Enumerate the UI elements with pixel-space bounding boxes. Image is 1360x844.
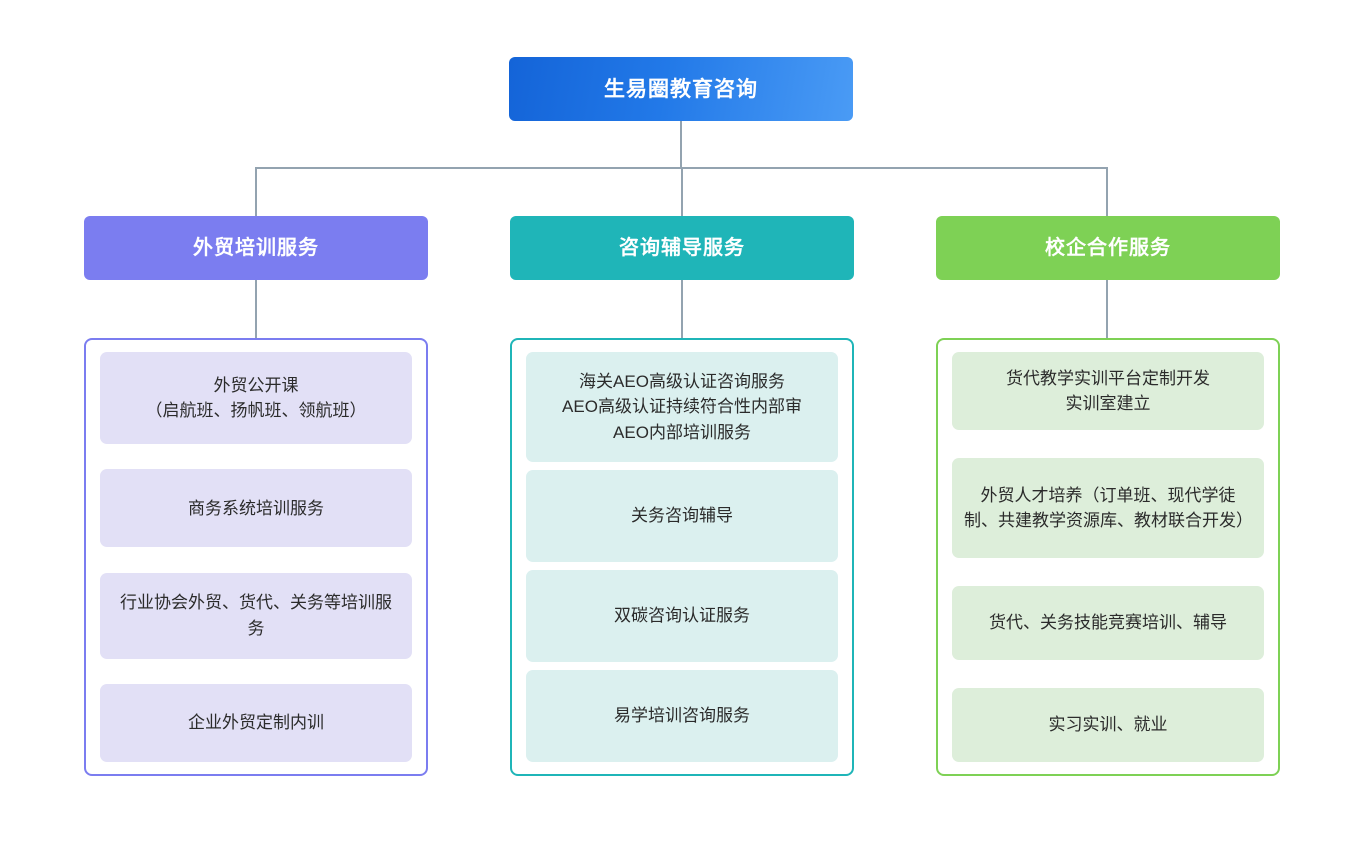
- connector-drop-col-2: [1106, 167, 1108, 217]
- list-item[interactable]: 货代教学实训平台定制开发 实训室建立: [952, 352, 1264, 430]
- list-item[interactable]: 企业外贸定制内训: [100, 683, 412, 762]
- connector-stem-col-1: [681, 280, 683, 338]
- column-header-label: 咨询辅导服务: [619, 237, 745, 259]
- column-header-xiaoqi-hezuo[interactable]: 校企合作服务: [936, 216, 1280, 280]
- column-header-waimao-peixun[interactable]: 外贸培训服务: [84, 216, 428, 280]
- list-item[interactable]: 行业协会外贸、货代、关务等培训服务: [100, 572, 412, 659]
- column-items-xiaoqi-hezuo: 货代教学实训平台定制开发 实训室建立 外贸人才培养（订单班、现代学徒制、共建教学…: [936, 338, 1280, 776]
- root-node-label: 生易圈教育咨询: [604, 77, 758, 101]
- list-item[interactable]: 外贸公开课 （启航班、扬帆班、领航班）: [100, 352, 412, 444]
- connector-root-stem: [680, 121, 682, 168]
- list-item[interactable]: 双碳咨询认证服务: [526, 570, 838, 662]
- column-items-waimao-peixun: 外贸公开课 （启航班、扬帆班、领航班） 商务系统培训服务 行业协会外贸、货代、关…: [84, 338, 428, 776]
- column-items-zixun-fudao: 海关AEO高级认证咨询服务 AEO高级认证持续符合性内部审 AEO内部培训服务 …: [510, 338, 854, 776]
- column-header-label: 外贸培训服务: [193, 237, 319, 259]
- connector-drop-col-1: [681, 167, 683, 217]
- column-header-zixun-fudao[interactable]: 咨询辅导服务: [510, 216, 854, 280]
- connector-stem-col-2: [1106, 280, 1108, 338]
- list-item[interactable]: 海关AEO高级认证咨询服务 AEO高级认证持续符合性内部审 AEO内部培训服务: [526, 352, 838, 462]
- root-node[interactable]: 生易圈教育咨询: [509, 57, 853, 121]
- list-item[interactable]: 易学培训咨询服务: [526, 670, 838, 762]
- connector-drop-col-0: [255, 167, 257, 217]
- list-item[interactable]: 实习实训、就业: [952, 688, 1264, 762]
- list-item[interactable]: 商务系统培训服务: [100, 469, 412, 548]
- column-header-label: 校企合作服务: [1045, 237, 1171, 259]
- list-item[interactable]: 货代、关务技能竞赛培训、辅导: [952, 586, 1264, 660]
- list-item[interactable]: 关务咨询辅导: [526, 470, 838, 562]
- list-item[interactable]: 外贸人才培养（订单班、现代学徒制、共建教学资源库、教材联合开发）: [952, 458, 1264, 558]
- connector-stem-col-0: [255, 280, 257, 338]
